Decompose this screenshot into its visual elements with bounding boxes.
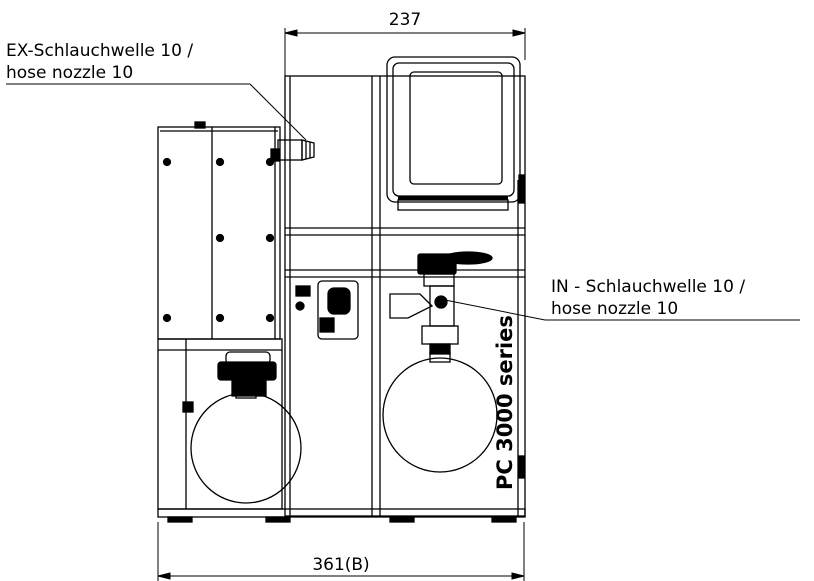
exhaust-leader-line bbox=[6, 83, 307, 141]
left-flask-assembly bbox=[190, 351, 302, 504]
inlet-valve-assembly bbox=[389, 253, 459, 355]
inlet-callout-line1: IN - Schlauchwelle 10 / bbox=[551, 277, 745, 297]
vacuum-pump-unit bbox=[157, 56, 526, 523]
left-base bbox=[157, 338, 283, 510]
inlet-leader-line bbox=[444, 299, 800, 321]
exhaust-hose-nozzle bbox=[270, 139, 315, 162]
top-width-label: 237 bbox=[389, 10, 421, 30]
display-screen-icon bbox=[386, 56, 525, 479]
vacuubrand-logo-icon bbox=[443, 251, 493, 265]
exhaust-callout-line1: EX-Schlauchwelle 10 / bbox=[6, 41, 193, 61]
left-housing bbox=[157, 121, 281, 340]
series-label: PC 3000 series bbox=[493, 315, 517, 490]
exhaust-callout-line2: hose nozzle 10 bbox=[6, 63, 133, 83]
center-frame bbox=[284, 75, 526, 517]
bottom-width-dimension bbox=[157, 522, 525, 581]
top-width-dimension bbox=[284, 28, 526, 76]
inlet-callout-line2: hose nozzle 10 bbox=[551, 299, 678, 319]
bottom-width-label: 361(B) bbox=[312, 555, 369, 575]
valve-block bbox=[295, 280, 359, 340]
round-bottom-flask-icon bbox=[382, 351, 498, 473]
base-plate bbox=[157, 508, 526, 523]
